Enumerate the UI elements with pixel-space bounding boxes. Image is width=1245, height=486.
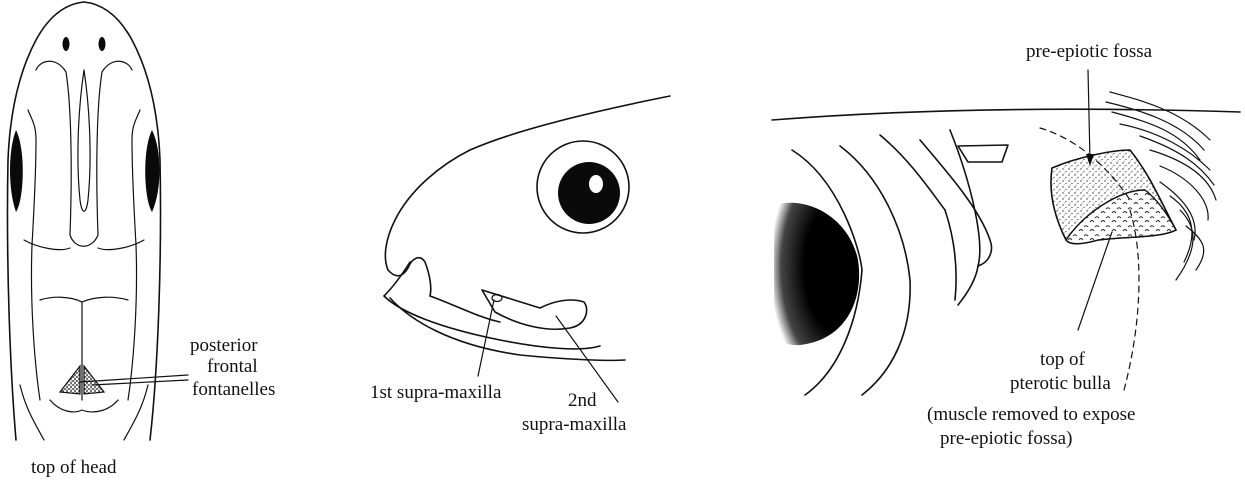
nostril-right-icon [99,37,106,51]
head-top-panel: posterior frontal fontanelles top of hea… [7,2,275,478]
label-posterior: posterior [190,335,258,356]
cranium-panel: pre-epiotic fossa top of pterotic bulla … [772,41,1240,449]
note-pre-epiotic-fossa: pre-epiotic fossa) [940,428,1072,449]
label-pre-epiotic-fossa: pre-epiotic fossa [1026,41,1153,62]
eye-left-icon [10,130,23,212]
label-2nd: 2nd [568,390,597,411]
label-pterotic-bulla: pterotic bulla [1010,373,1111,394]
label-1st-supramaxilla: 1st supra-maxilla [370,382,502,403]
eye-highlight [589,175,603,193]
snout-panel: 1st supra-maxilla 2nd supra-maxilla [370,96,670,435]
label-frontal: frontal [207,356,258,377]
caption-top-of-head: top of head [31,457,117,478]
arrow-fossa [1088,70,1090,160]
label-fontanelles: fontanelles [192,379,275,400]
note-muscle-removed: (muscle removed to expose [927,404,1135,425]
snout-profile [385,96,670,270]
eye-dark [774,203,859,345]
label-top-of: top of [1040,349,1086,370]
dorsal-line [772,109,1240,120]
nostril-left-icon [63,37,70,51]
label-supramaxilla: supra-maxilla [522,414,627,435]
eye-right-icon [145,130,159,212]
maxilla [482,290,587,329]
small-fenestra [958,145,1008,162]
arrow-bulla [1078,232,1112,330]
fontanelle-right [84,366,104,394]
snout-contour [36,61,71,235]
eye-pupil-icon [558,162,620,224]
fontanelle-left [60,366,80,394]
